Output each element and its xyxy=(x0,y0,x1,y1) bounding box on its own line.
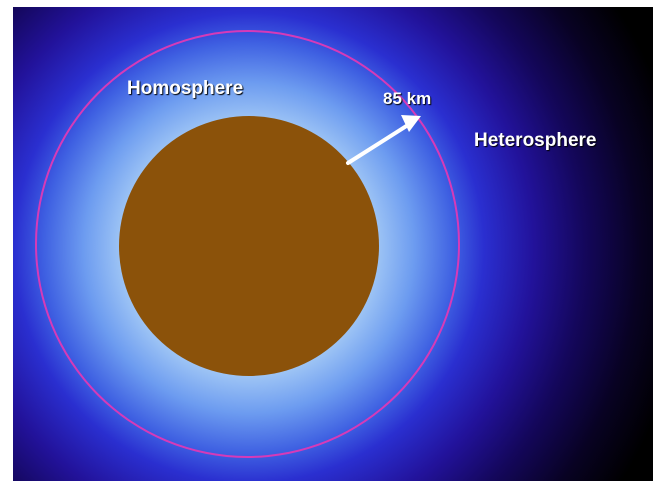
radius-arrow xyxy=(346,115,421,165)
radius-arrow-shaft xyxy=(346,123,410,165)
radius-arrow-head xyxy=(401,115,421,132)
earth-disc xyxy=(119,116,379,376)
atmosphere-diagram: Homosphere 85 km Heterosphere xyxy=(13,7,653,481)
altitude-label: 85 km xyxy=(383,89,432,108)
heterosphere-label: Heterosphere xyxy=(474,130,597,151)
homopause-boundary-ring xyxy=(35,30,460,458)
homosphere-label: Homosphere xyxy=(127,78,244,99)
